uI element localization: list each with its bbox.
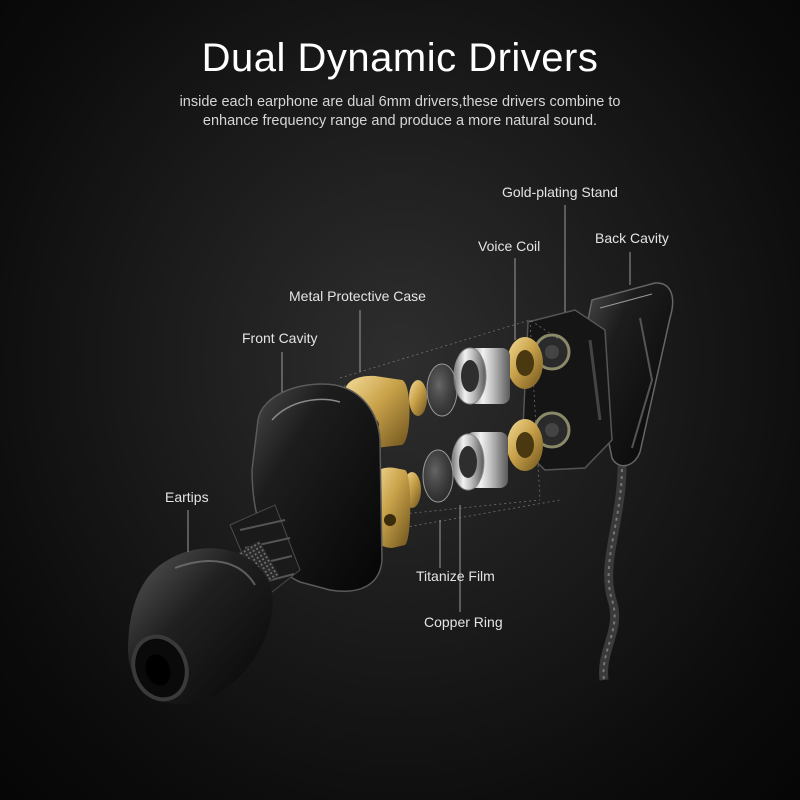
page-title: Dual Dynamic Drivers [201,36,599,80]
leader-lines [187,205,631,612]
subtitle-line-1: inside each earphone are dual 6mm driver… [179,94,621,110]
eartip-part [128,548,273,705]
label-metal-protective-case: Metal Protective Case [289,288,426,304]
page-subtitle: inside each earphone are dual 6mm driver… [150,93,650,131]
label-titanize-film: Titanize Film [416,568,495,584]
label-voice-coil: Voice Coil [478,238,541,254]
label-eartips: Eartips [165,489,209,505]
subtitle-line-2: enhance frequency range and produce a mo… [202,113,598,129]
cable [599,454,627,681]
label-front-cavity: Front Cavity [242,330,318,346]
label-back-cavity: Back Cavity [595,230,669,246]
upper-driver [345,337,543,448]
label-copper-ring: Copper Ring [424,614,503,630]
label-gold-plating-stand: Gold-plating Stand [502,184,618,200]
cable-braid [602,454,624,681]
